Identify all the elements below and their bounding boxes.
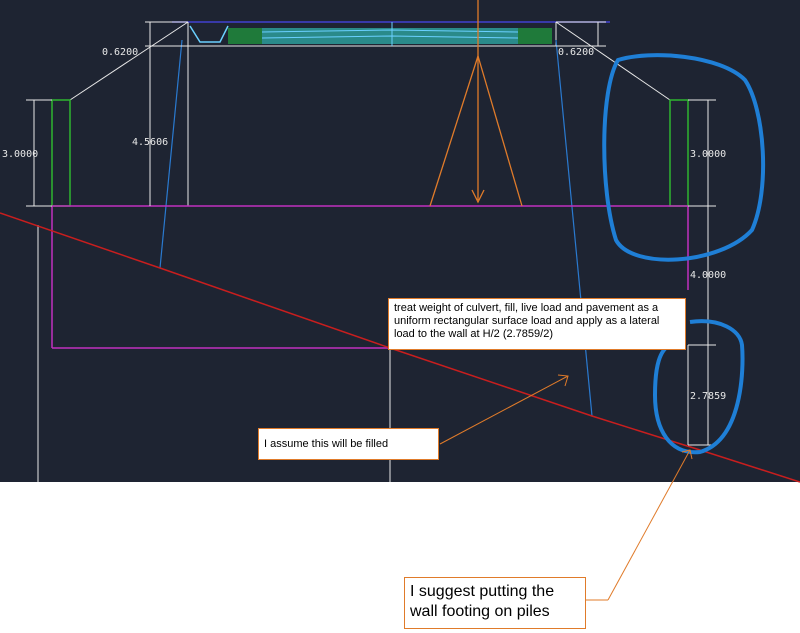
dim-left-wall: 3.0000 <box>2 149 38 160</box>
callout-load-note: treat weight of culvert, fill, live load… <box>388 298 686 350</box>
ground-line <box>0 212 800 483</box>
dim-footing-depth: 2.7859 <box>690 391 726 402</box>
dimension-lines <box>26 21 716 446</box>
culvert-section <box>172 21 610 47</box>
slope-lines <box>159 39 593 417</box>
embankment-lines <box>69 21 671 206</box>
callout-leaders <box>439 374 693 601</box>
drawing-background <box>0 0 800 482</box>
excavation-outline <box>51 205 689 349</box>
callout-piles-note: I suggest putting the wall footing on pi… <box>404 577 586 629</box>
dim-top-right: 0.6200 <box>558 47 594 58</box>
markup-circle-footing <box>652 319 745 455</box>
dim-right-gap: 4.0000 <box>690 270 726 281</box>
callout-fill-note: I assume this will be filled <box>258 428 439 460</box>
load-arrows <box>429 0 523 207</box>
dim-top-left: 0.6200 <box>102 47 138 58</box>
markup-circle-wall <box>602 53 766 262</box>
dim-culvert-height: 4.5606 <box>132 137 168 148</box>
dim-right-wall: 3.0000 <box>690 149 726 160</box>
